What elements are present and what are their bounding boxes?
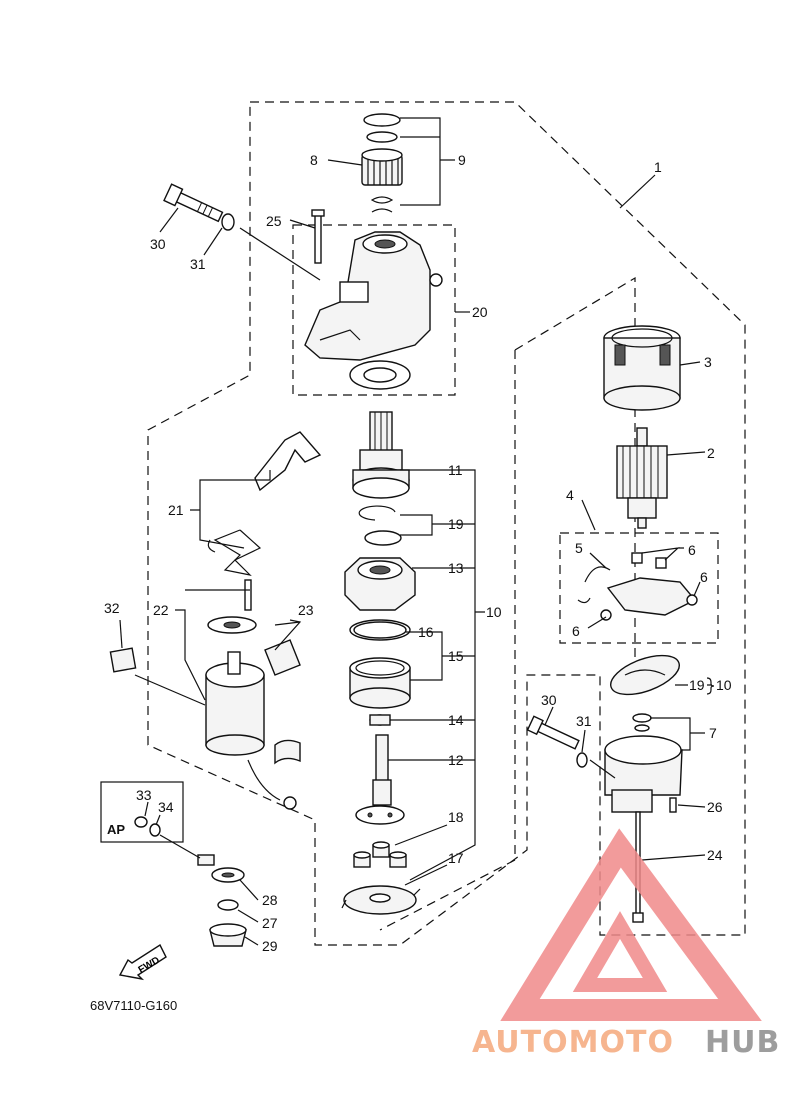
callout-22: 22 xyxy=(153,602,169,618)
washer-34 xyxy=(149,823,161,837)
callout-2: 2 xyxy=(707,445,715,461)
callout-17: 17 xyxy=(448,850,464,866)
washer-31-left xyxy=(221,213,235,231)
washer-19 xyxy=(364,530,402,546)
fwd-arrow-icon: FWD xyxy=(118,943,167,981)
clip-23 xyxy=(264,639,301,765)
cap-29 xyxy=(209,923,247,947)
end-cover-7 xyxy=(604,713,683,813)
pinion-stack xyxy=(361,113,403,213)
plate-17 xyxy=(341,885,421,915)
leader-lines xyxy=(119,117,712,946)
callout-27: 27 xyxy=(262,915,278,931)
callout-7: 7 xyxy=(709,725,717,741)
callout-14: 14 xyxy=(448,712,464,728)
gear-housing-13 xyxy=(344,557,416,611)
callout-1: 1 xyxy=(654,159,662,175)
callout-3: 3 xyxy=(704,354,712,370)
drawing-code: 68V7110-G160 xyxy=(90,998,177,1013)
callout-6c: 6 xyxy=(572,623,580,639)
bolt-30-left xyxy=(163,183,224,223)
callout-9: 9 xyxy=(458,152,466,168)
callout-4: 4 xyxy=(566,487,574,503)
internal-gear-15 xyxy=(349,657,411,709)
drive-housing-box xyxy=(292,224,456,396)
callout-33: 33 xyxy=(136,787,152,803)
callout-25: 25 xyxy=(266,213,282,229)
nut-33 xyxy=(134,816,148,828)
callout-12: 12 xyxy=(448,752,464,768)
callout-29: 29 xyxy=(262,938,278,954)
assembly-outline xyxy=(147,101,746,946)
armature-2 xyxy=(616,427,668,529)
callout-30b: 30 xyxy=(541,692,557,708)
shift-lever-21 xyxy=(207,431,322,576)
callout-13: 13 xyxy=(448,560,464,576)
washer-31-right xyxy=(576,752,588,768)
circlip-19 xyxy=(358,505,396,521)
callout-8: 8 xyxy=(310,152,318,168)
callout-16: 16 xyxy=(418,624,434,640)
watermark-text-part2: HUB xyxy=(705,1025,780,1060)
callout-6a: 6 xyxy=(688,542,696,558)
bolt-30-right xyxy=(526,715,580,750)
nut-28 xyxy=(197,854,245,883)
brush-holder-box xyxy=(559,532,719,644)
bearing-14-body xyxy=(369,714,391,726)
callout-6b: 6 xyxy=(700,569,708,585)
yoke-3 xyxy=(603,325,681,411)
callout-24: 24 xyxy=(707,847,723,863)
washer-27 xyxy=(217,899,239,911)
solenoid-22 xyxy=(205,579,297,810)
callout-10b: 10 xyxy=(716,677,732,693)
callout-30a: 30 xyxy=(150,236,166,252)
ap-box xyxy=(100,781,184,843)
watermark-triangle-inner xyxy=(572,911,668,992)
ring-16-inner xyxy=(353,621,407,639)
callout-11: 11 xyxy=(448,462,463,478)
ap-label: AP xyxy=(107,822,125,837)
drive-end-housing xyxy=(304,231,443,390)
callout-18: 18 xyxy=(448,809,464,825)
callout-31b: 31 xyxy=(576,713,592,729)
watermark-logo: AUTOMOTO HUB xyxy=(472,828,780,1060)
callout-21: 21 xyxy=(168,502,184,518)
watermark-text-part1: AUTOMOTO xyxy=(472,1025,674,1060)
clutch-assembly xyxy=(352,411,410,499)
callout-5: 5 xyxy=(575,540,583,556)
watermark-triangle-outer xyxy=(500,828,762,1021)
callout-32: 32 xyxy=(104,600,120,616)
callout-19b: 19 xyxy=(689,677,705,693)
label-plate-32 xyxy=(109,647,137,673)
brace-19-10 xyxy=(706,677,715,695)
callout-31a: 31 xyxy=(190,256,206,272)
planet-shaft-12 xyxy=(355,734,405,825)
callout-10: 10 xyxy=(486,604,502,620)
callout-15: 15 xyxy=(448,648,464,664)
screw-26 xyxy=(669,797,677,813)
callout-19a: 19 xyxy=(448,516,464,532)
callout-28: 28 xyxy=(262,892,278,908)
brush-plate-19 xyxy=(610,654,680,696)
callout-20: 20 xyxy=(472,304,488,320)
callout-23: 23 xyxy=(298,602,314,618)
planet-gears-18 xyxy=(353,841,407,868)
brush-holder-4 xyxy=(577,552,698,621)
callout-34: 34 xyxy=(158,799,174,815)
callout-numbers: 1 2 3 4 5 6 6 6 7 8 9 10 11 12 13 14 15 … xyxy=(104,152,732,954)
callout-26: 26 xyxy=(707,799,723,815)
inner-assembly-outline xyxy=(379,276,636,931)
bolt-25 xyxy=(311,209,325,264)
